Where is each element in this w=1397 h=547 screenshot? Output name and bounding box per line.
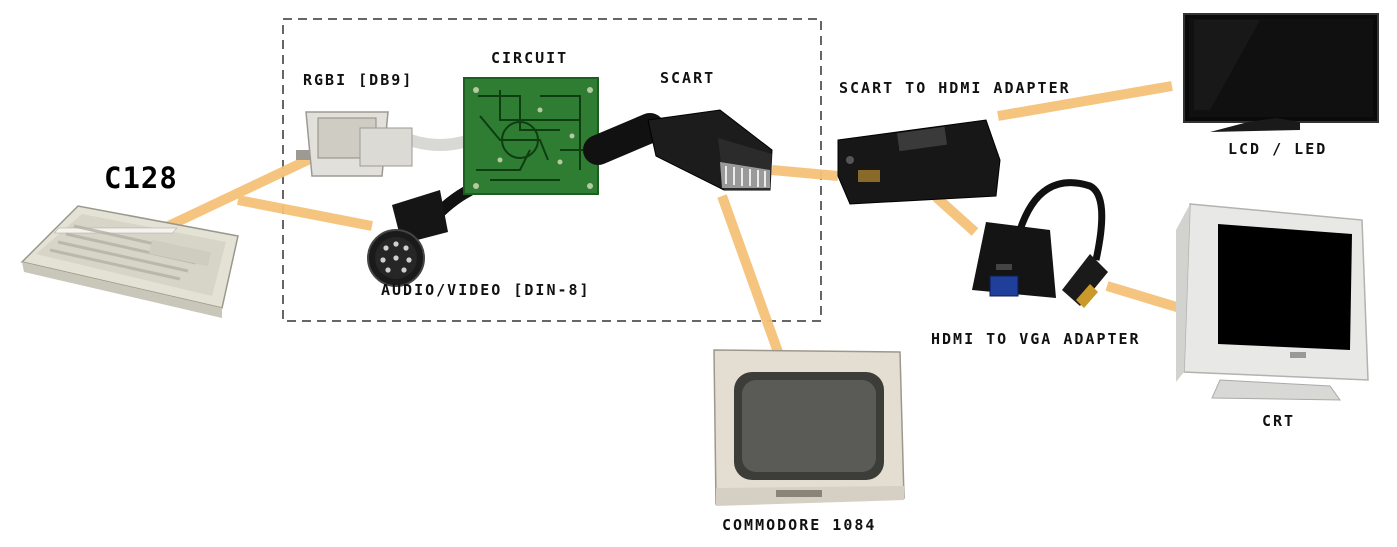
line-scart-adapter	[771, 165, 839, 181]
line-adapter-vga	[932, 193, 979, 236]
label-rgbi: RGBI [DB9]	[303, 71, 413, 89]
commodore-1084-monitor-icon	[713, 349, 905, 506]
label-commodore-1084: COMMODORE 1084	[722, 516, 876, 534]
line-scart-1084	[717, 194, 783, 354]
label-audio-video: AUDIO/VIDEO [DIN-8]	[381, 281, 591, 299]
label-lcd-led: LCD / LED	[1228, 140, 1327, 158]
label-scart-to-hdmi: SCART TO HDMI ADAPTER	[839, 79, 1071, 97]
label-circuit: CIRCUIT	[491, 49, 568, 67]
din8-connector-icon	[367, 184, 473, 287]
scart-plug-icon	[583, 109, 773, 191]
lcd-monitor-icon	[1183, 13, 1379, 132]
label-scart: SCART	[660, 69, 715, 87]
label-hdmi-to-vga: HDMI TO VGA ADAPTER	[931, 330, 1141, 348]
crt-monitor-icon	[1176, 203, 1369, 401]
hdmi-vga-adapter-icon	[972, 179, 1108, 308]
computer-keyboard-icon	[20, 205, 239, 318]
line-c128-db9	[157, 153, 315, 235]
line-vga-crt	[1105, 281, 1182, 313]
circuit-board-icon	[463, 77, 599, 195]
scart-hdmi-adapter-icon	[837, 119, 1001, 205]
connection-lines	[157, 81, 1182, 354]
line-adapter-lcd	[997, 81, 1173, 121]
label-crt: CRT	[1262, 412, 1295, 430]
line-c128-din8	[237, 195, 373, 231]
db9-connector-icon	[296, 111, 472, 177]
label-c128: C128	[104, 161, 178, 195]
